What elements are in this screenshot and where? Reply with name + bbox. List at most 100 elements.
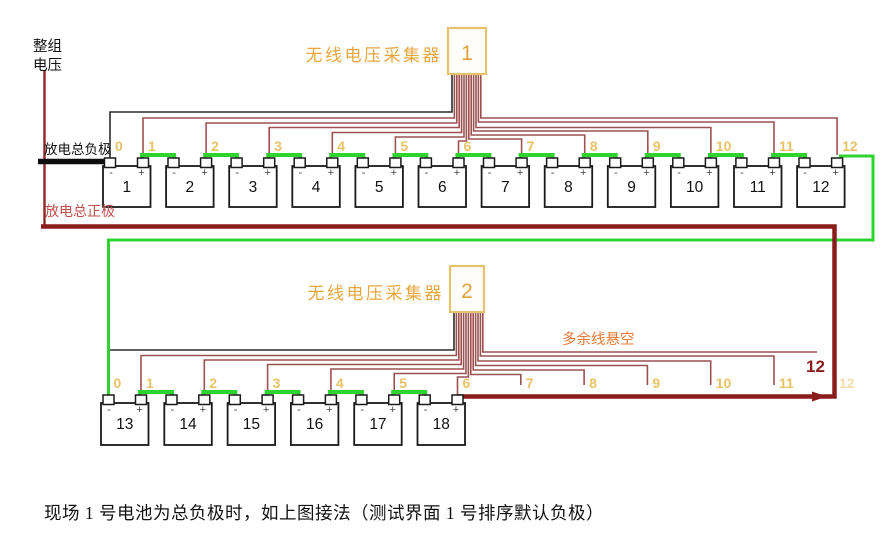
collector-number: 2 — [461, 280, 473, 303]
battery-minus-mark: - — [614, 167, 618, 179]
battery-terminal-negative — [103, 157, 117, 169]
junction-label: 8 — [590, 138, 598, 154]
battery-minus-mark: - — [234, 404, 238, 416]
floating-wire-11 — [479, 312, 775, 385]
battery-number: 9 — [627, 179, 636, 196]
sense-wire-4 — [331, 74, 463, 155]
battery-plus-mark: + — [201, 167, 207, 179]
junction-label: 5 — [399, 375, 407, 391]
battery-terminal-negative — [291, 394, 305, 406]
sense-wire-11 — [477, 74, 775, 155]
junction-label: 11 — [779, 375, 794, 391]
battery-terminal-negative — [293, 157, 306, 169]
battery-terminal-negative — [482, 157, 496, 169]
battery-number: 5 — [375, 179, 384, 196]
positive-bus-arrow — [812, 391, 827, 402]
junction-label: 10 — [716, 375, 732, 391]
battery-number: 1 — [122, 179, 131, 196]
sense-wire-2 — [203, 312, 460, 394]
sense-wire-5 — [394, 74, 465, 155]
battery-terminal-positive — [198, 394, 211, 406]
battery — [670, 165, 720, 208]
battery-terminal-negative — [545, 157, 559, 169]
sense-wire-7 — [468, 74, 523, 155]
battery-plus-mark: + — [454, 167, 460, 179]
junction-label: 4 — [337, 138, 345, 154]
battery-terminal-positive — [515, 157, 528, 169]
junction-label: 12 — [842, 138, 858, 154]
bold-wire-12-label: 12 — [806, 357, 825, 376]
battery-terminal-negative — [230, 157, 243, 169]
junction-label: 2 — [211, 138, 219, 154]
battery-plus-mark: + — [643, 167, 649, 179]
wiring-diagram: -+1-+2-+3-+4-+5-+6-+7-+8-+9-+10-+11-+120… — [33, 26, 875, 446]
discharge-positive-bus — [41, 224, 837, 399]
battery-terminal-negative — [735, 157, 748, 169]
battery-minus-mark: - — [551, 167, 555, 179]
battery-plus-mark: + — [580, 167, 586, 179]
battery-terminal-positive — [578, 157, 591, 169]
battery-number: 16 — [306, 416, 323, 433]
junction-label: 9 — [653, 138, 661, 154]
sense-wire-0 — [109, 74, 453, 158]
discharge-positive-label: 放电总正极 — [45, 204, 115, 220]
battery-minus-mark: - — [488, 167, 492, 179]
sense-wire-2 — [205, 74, 458, 155]
sense-wire-10 — [475, 74, 712, 155]
floating-wire-12 — [482, 312, 817, 353]
sense-wire-8 — [470, 74, 586, 155]
battery-number: 11 — [750, 179, 766, 196]
battery-plus-mark: + — [326, 404, 332, 416]
battery-terminal-positive — [387, 394, 401, 406]
battery-plus-mark: + — [138, 167, 144, 179]
junction-label: 7 — [526, 375, 534, 391]
battery — [226, 402, 277, 446]
battery — [289, 402, 340, 446]
junction-label: 0 — [114, 375, 122, 391]
battery-terminal-positive — [767, 157, 781, 169]
collector-title: 无线电压采集器 — [306, 46, 443, 65]
sense-wire-12 — [480, 74, 838, 155]
floating-wire-7 — [470, 312, 522, 385]
battery-number: 12 — [812, 179, 829, 196]
junction-label: 7 — [527, 138, 535, 154]
battery-terminal-positive — [641, 157, 655, 169]
battery — [163, 402, 213, 446]
battery — [228, 165, 278, 208]
junction-label: 6 — [464, 138, 472, 154]
junction-label: 11 — [779, 138, 794, 154]
battery-terminal-negative — [355, 394, 368, 406]
junction-label: 2 — [209, 375, 217, 391]
battery-plus-mark: + — [832, 167, 838, 179]
floating-wire-8 — [472, 312, 585, 385]
battery-plus-mark: + — [264, 167, 270, 179]
battery-number: 10 — [686, 179, 704, 196]
battery-minus-mark: - — [170, 404, 174, 416]
battery-minus-mark: - — [740, 167, 744, 179]
collector-title: 无线电压采集器 — [308, 284, 445, 303]
battery-terminal-positive — [704, 157, 718, 169]
series-link-green-return — [107, 154, 875, 399]
battery — [165, 165, 215, 208]
battery-terminal-negative — [165, 394, 178, 406]
battery-plus-mark: + — [389, 404, 395, 416]
battery-terminal-positive — [389, 157, 402, 169]
faint-wire-12-label: 12 — [839, 375, 855, 391]
sense-wire-3 — [266, 312, 462, 394]
battery-terminal-positive — [134, 394, 148, 406]
floating-wire-9 — [474, 312, 649, 385]
collector-box — [448, 264, 486, 314]
battery-terminal-negative — [419, 157, 433, 169]
battery — [354, 165, 404, 208]
battery-terminal-negative — [418, 394, 431, 406]
sense-wire-1 — [140, 312, 458, 394]
battery-minus-mark: - — [172, 167, 176, 179]
battery-terminal-positive — [324, 394, 338, 406]
battery — [353, 402, 403, 446]
battery-terminal-negative — [672, 157, 685, 169]
junction-label: 9 — [652, 375, 660, 391]
collector-number: 1 — [461, 42, 473, 65]
battery — [100, 402, 150, 446]
battery-terminal-positive — [261, 394, 274, 406]
sense-wire-9 — [472, 74, 649, 155]
